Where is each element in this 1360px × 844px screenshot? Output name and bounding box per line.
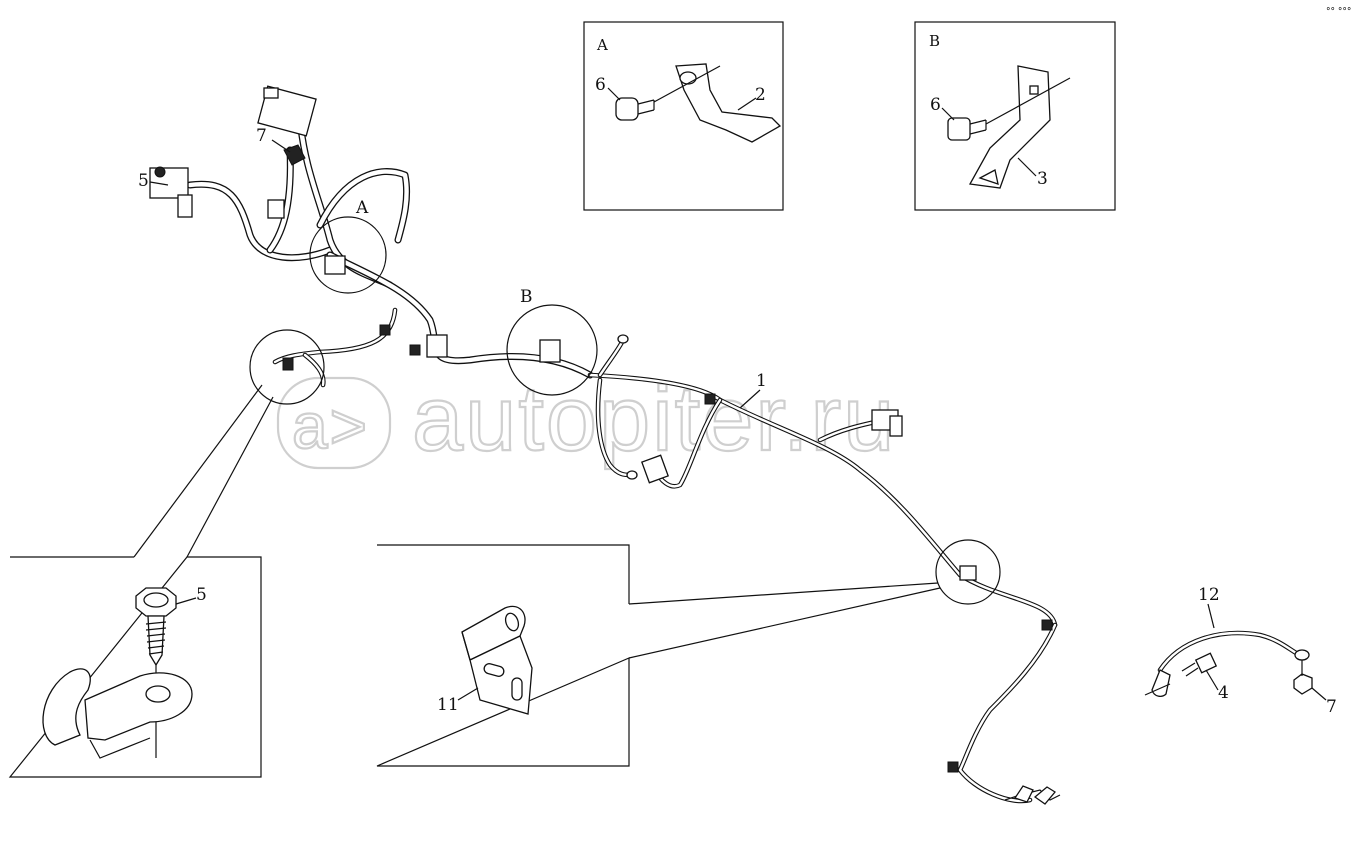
detail-circle-bolt — [249, 329, 325, 405]
bracket-11-slot-1 — [483, 663, 505, 677]
leader-6-b — [941, 107, 955, 121]
detail-b-frame — [914, 21, 1116, 211]
strap-terminal-right — [1294, 649, 1310, 661]
ring-terminal-top — [617, 334, 629, 344]
callout-5-detail: 5 — [196, 585, 207, 605]
connector-mid — [426, 334, 448, 358]
harness-end-connector — [1004, 789, 1061, 801]
ground-strap-12 — [1157, 630, 1301, 673]
bracket-11-on-harness — [959, 565, 977, 581]
leader-bolt-box-1 — [133, 384, 263, 558]
end-terminal — [1013, 785, 1034, 803]
bolt-4-thread — [1181, 662, 1199, 677]
callout-2: 2 — [755, 85, 766, 105]
watermark-logo-frame — [276, 376, 392, 470]
callout-5: 5 — [138, 171, 149, 191]
bracket-3 — [968, 65, 1051, 189]
bracket-11-slot-2 — [511, 677, 523, 701]
relay-terminal — [263, 87, 279, 99]
leader-1 — [739, 389, 761, 409]
leader-5-detail — [175, 597, 197, 605]
bolt-6-head-b — [947, 117, 971, 141]
strap-terminal-left — [1151, 669, 1171, 697]
bolt-5-on-harness — [282, 357, 294, 371]
clip-lower-2 — [947, 761, 959, 773]
callout-6-a: 6 — [595, 75, 606, 95]
terminal-bolt-icon — [154, 166, 166, 178]
callout-4: 4 — [1218, 683, 1229, 703]
detail-ref-a: A — [355, 198, 369, 218]
detail-circle-b — [506, 304, 598, 396]
axis-strap — [1144, 683, 1171, 696]
detail-ref-b: B — [520, 287, 533, 307]
leader-bracket-box-1 — [628, 582, 939, 605]
axis-a — [653, 65, 721, 103]
harness-branch-to-bracket — [272, 307, 398, 365]
leader-4 — [1205, 669, 1219, 691]
detail-a-title: A — [596, 36, 608, 54]
detail-b-title: B — [929, 32, 940, 50]
leader-7-right — [1311, 687, 1327, 701]
detail-box-a: A 6 2 — [583, 21, 784, 211]
bolt-5-head-top — [143, 592, 169, 608]
detail-box-b: B 6 3 — [914, 21, 1116, 211]
bracket-2-hole — [679, 71, 697, 85]
detail-circle-a — [309, 216, 387, 294]
callout-3: 3 — [1037, 169, 1048, 189]
leader-6-a — [607, 87, 621, 101]
leader-bolt-box-2 — [186, 396, 274, 558]
clip-mid — [409, 344, 421, 356]
bolt-6-head-a — [615, 97, 639, 121]
ground-strap-group: 12 4 7 — [1144, 585, 1337, 717]
cable-loop — [42, 668, 91, 746]
clip-upper — [267, 199, 285, 219]
detail-circle-bracket — [935, 539, 1001, 605]
bracket-2 — [675, 63, 782, 143]
clamp-b — [539, 339, 561, 363]
bracket-11-hole-top — [504, 612, 520, 632]
watermark-text: autopiter.ru — [412, 368, 896, 470]
terminal-post — [177, 194, 193, 218]
ring-terminal-low — [626, 470, 638, 480]
sensor-connector — [641, 454, 669, 484]
leader-bracket-box-2 — [628, 587, 941, 659]
harness-connector-2 — [889, 415, 903, 437]
callout-7-right: 7 — [1326, 697, 1337, 717]
clip-right-1 — [704, 393, 716, 405]
clip-left — [379, 324, 391, 336]
detail-box-bolt-5: 5 — [8, 556, 262, 778]
callout-1: 1 — [756, 371, 767, 391]
leader-3 — [1017, 157, 1037, 177]
clip-lower-1 — [1041, 619, 1053, 631]
clamp-a — [324, 255, 346, 275]
bolt-6-thread-b — [969, 119, 987, 135]
bracket-3-triangle-hole — [978, 169, 999, 185]
leader-2 — [737, 97, 757, 111]
axis-b — [985, 77, 1071, 125]
ring-terminal-hole — [145, 685, 171, 703]
bracket-3-hole — [1029, 85, 1039, 95]
main-wiring-harness — [149, 85, 1061, 805]
nut-7-strap — [1293, 673, 1313, 695]
watermark-logo: a> — [292, 390, 369, 462]
nut-7-icon — [283, 144, 306, 166]
bolt-4-head — [1194, 652, 1218, 674]
terminal-edge — [89, 737, 151, 759]
bolt-5-thread — [145, 621, 167, 655]
callout-11: 11 — [437, 695, 459, 715]
callout-7-top: 7 — [256, 126, 267, 146]
detail-bracket-frame — [376, 544, 630, 767]
detail-box-bracket-11: 11 — [376, 544, 630, 767]
leader-11 — [457, 687, 479, 701]
corner-mark: °° °°° — [1326, 7, 1351, 17]
callout-6-b: 6 — [930, 95, 941, 115]
end-terminal-2 — [1033, 786, 1056, 805]
watermark: a> autopiter.ru — [276, 367, 896, 471]
leader-12 — [1207, 603, 1215, 629]
callout-12: 12 — [1198, 585, 1220, 605]
leader-7-top — [271, 139, 291, 153]
leader-5 — [149, 181, 169, 186]
